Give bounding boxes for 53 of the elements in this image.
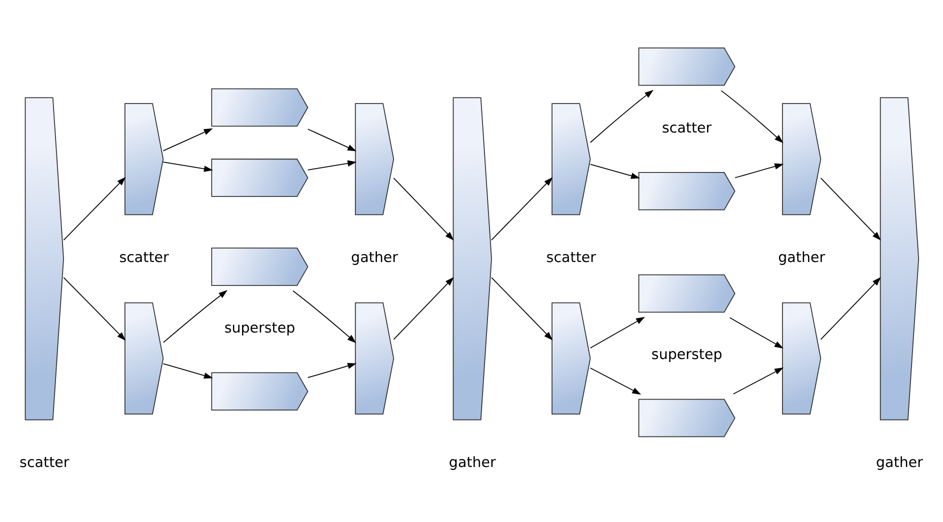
node-pentagon [638, 172, 736, 210]
arrow [292, 290, 356, 344]
label: gather [876, 454, 923, 471]
label: superstep [651, 347, 722, 364]
arrow [162, 128, 213, 152]
arrow [732, 368, 784, 394]
node-pentagon [880, 97, 920, 420]
label: scatter [546, 250, 596, 266]
arrow [734, 163, 784, 178]
node-pentagon [782, 302, 822, 414]
label: gather [778, 250, 826, 266]
arrow [162, 162, 213, 172]
node-pentagon [211, 88, 308, 127]
arrow [307, 362, 357, 378]
label: gather [448, 454, 496, 471]
node-pentagon [552, 103, 591, 216]
node-pentagon [452, 97, 492, 420]
node-pentagon [124, 103, 164, 216]
node-pentagon [638, 274, 736, 313]
arrow [590, 164, 640, 179]
label: scatter [662, 120, 712, 136]
arrow [307, 128, 356, 152]
label: gather [351, 250, 398, 266]
node-pentagon [211, 248, 308, 286]
arrow [491, 177, 553, 240]
arrow [590, 316, 645, 348]
node-pentagon [24, 97, 64, 420]
arrow [820, 277, 881, 340]
label: superstep [224, 320, 296, 336]
arrow [729, 317, 784, 348]
arrow [162, 363, 213, 379]
arrow [491, 277, 553, 340]
node-pentagon [211, 158, 308, 197]
node-pentagon [552, 302, 591, 414]
arrow [590, 368, 642, 395]
arrow [720, 90, 784, 144]
node-pentagon [638, 398, 736, 438]
arrow [63, 277, 126, 341]
label: scatter [119, 250, 169, 266]
node-pentagon [782, 103, 822, 216]
arrow [590, 90, 654, 143]
node-pentagon [354, 103, 394, 216]
node-pentagon [124, 302, 164, 414]
node-pentagon [211, 372, 308, 410]
arrow [820, 178, 881, 240]
label: scatter [20, 454, 70, 471]
arrow [162, 290, 228, 343]
arrow [393, 277, 454, 340]
arrow [63, 176, 126, 240]
node-pentagon [638, 47, 736, 86]
arrow [307, 160, 357, 170]
node-pentagon [354, 302, 394, 414]
arrow [393, 178, 454, 240]
